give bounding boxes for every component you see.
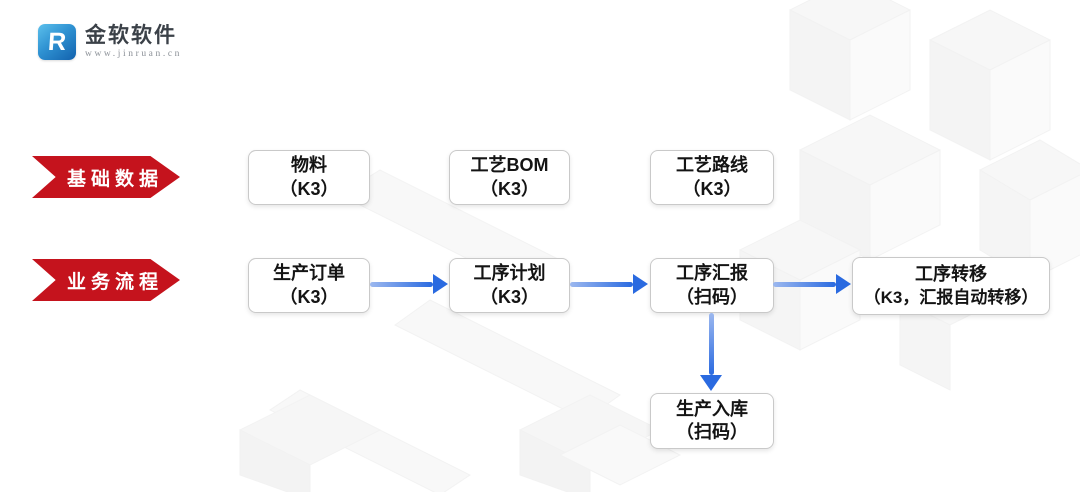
node-subtitle: （K3） [682, 178, 742, 199]
node-material-k3: 物料 （K3） [248, 150, 370, 205]
arrow-shaft [708, 313, 714, 375]
node-subtitle: （K3） [479, 286, 539, 307]
node-title: 生产订单 [273, 263, 345, 284]
node-subtitle: （K3） [279, 286, 339, 307]
node-title: 工序汇报 [676, 263, 748, 284]
node-production-order-k3: 生产订单 （K3） [248, 258, 370, 313]
logo-letter: R [47, 27, 68, 56]
row-label-text: 基础数据 [66, 168, 163, 190]
node-subtitle: （K3） [279, 178, 339, 199]
node-subtitle: （K3，汇报自动转移） [863, 287, 1039, 307]
row-label-text: 业务流程 [66, 271, 163, 293]
brand-url: www.jinruan.cn [85, 49, 182, 60]
node-title: 工艺BOM [470, 155, 549, 176]
node-title: 工序计划 [473, 263, 546, 284]
node-operation-report-scan: 工序汇报 （扫码） [650, 258, 774, 313]
node-title: 物料 [291, 155, 327, 176]
node-process-bom-k3: 工艺BOM （K3） [449, 150, 570, 205]
arrow-report-to-transfer-icon [773, 273, 851, 295]
node-production-warehousing-scan: 生产入库 （扫码） [650, 393, 774, 449]
arrow-shaft [570, 281, 633, 287]
arrow-head [700, 375, 722, 391]
node-operation-transfer-k3: 工序转移 （K3，汇报自动转移） [852, 257, 1050, 315]
node-title: 工序转移 [915, 264, 987, 285]
arrow-order-to-plan-icon [370, 273, 448, 295]
node-process-route-k3: 工艺路线 （K3） [650, 150, 774, 205]
arrow-shaft [773, 281, 836, 287]
arrow-head [633, 274, 648, 294]
arrow-head [836, 274, 851, 294]
brand-text: 金软软件 www.jinruan.cn [85, 24, 182, 59]
arrow-head [433, 274, 448, 294]
node-operation-plan-k3: 工序计划 （K3） [449, 258, 570, 313]
node-subtitle: （扫码） [676, 286, 748, 307]
brand-logo: R 金软软件 www.jinruan.cn [38, 24, 182, 60]
arrow-plan-to-report-icon [570, 273, 648, 295]
arrow-shaft [370, 281, 433, 287]
row-label-business-process: 业务流程 [32, 259, 180, 301]
brand-logo-icon: R [38, 24, 76, 60]
node-title: 工艺路线 [676, 155, 748, 176]
node-subtitle: （扫码） [676, 422, 748, 442]
node-subtitle: （K3） [479, 178, 539, 199]
row-label-basic-data: 基础数据 [32, 156, 180, 198]
arrow-report-to-warehouse-icon [699, 313, 723, 391]
node-title: 生产入库 [676, 398, 748, 419]
brand-name: 金软软件 [85, 24, 177, 47]
